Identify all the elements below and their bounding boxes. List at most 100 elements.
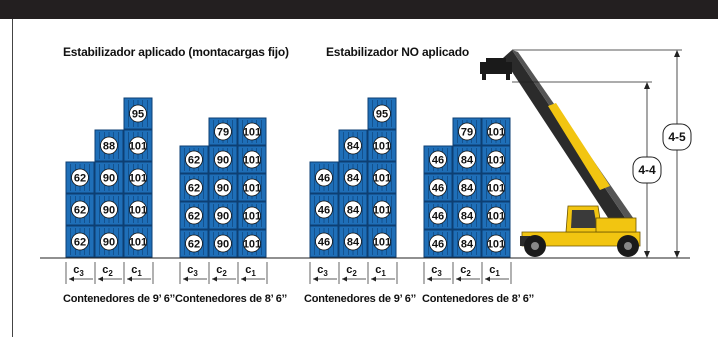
container: 62 (179, 145, 209, 174)
capacity-badge (487, 122, 505, 141)
capacity-value: 90 (103, 237, 115, 249)
capacity-badge (129, 200, 147, 219)
container: 46 (423, 173, 453, 202)
capacity-value: 101 (487, 239, 505, 251)
container: 101 (367, 129, 397, 162)
capacity-value: 84 (347, 205, 360, 217)
marker-label: c1 (375, 264, 386, 278)
marker-label: c1 (131, 264, 142, 278)
capacity-value: 101 (243, 155, 261, 167)
capacity-badge (129, 136, 147, 155)
capacity-value: 46 (432, 155, 444, 167)
container: 90 (94, 225, 124, 258)
capacity-badge (100, 136, 118, 155)
container: 90 (94, 161, 124, 194)
capacity-badge (214, 178, 232, 197)
capacity-badge (100, 200, 118, 219)
capacity-value: 101 (243, 211, 261, 223)
container: 62 (179, 173, 209, 202)
container: 79 (452, 117, 482, 146)
capacity-value: 101 (129, 173, 147, 185)
capacity-value: 101 (373, 205, 391, 217)
container: 84 (338, 225, 368, 258)
capacity-value: 84 (347, 237, 360, 249)
capacity-value: 90 (103, 173, 115, 185)
capacity-value: 62 (188, 211, 200, 223)
capacity-value: 101 (243, 127, 261, 139)
marker-arrow-head (241, 276, 246, 282)
marker-arrow-head (98, 276, 103, 282)
capacity-badge (243, 234, 261, 253)
capacity-badge (315, 168, 333, 187)
cab-window (571, 210, 597, 228)
container: 84 (452, 229, 482, 258)
capacity-value: 84 (347, 141, 360, 153)
front-bumper (520, 236, 530, 246)
capacity-value: 79 (217, 127, 229, 139)
capacity-value: 90 (217, 183, 229, 195)
container: 84 (338, 161, 368, 194)
capacity-badge (185, 178, 203, 197)
container: 101 (237, 229, 267, 258)
marker-subscript: 3 (79, 269, 84, 278)
marker-arrow-head (456, 276, 461, 282)
marker-arrow-head (342, 276, 347, 282)
capacity-value: 101 (487, 211, 505, 223)
capacity-value: 101 (373, 237, 391, 249)
capacity-value: 84 (461, 211, 474, 223)
marker-subscript: 1 (137, 269, 142, 278)
rear-hub (624, 242, 632, 250)
container: 90 (208, 229, 238, 258)
capacity-badge (129, 168, 147, 187)
dim-44-arrow-bottom (644, 251, 650, 258)
capacity-value: 101 (487, 183, 505, 195)
container: 101 (481, 173, 511, 202)
capacity-value: 46 (432, 183, 444, 195)
marker-subscript: 2 (222, 269, 227, 278)
container: 46 (423, 229, 453, 258)
capacity-value: 79 (461, 127, 473, 139)
capacity-badge (344, 232, 362, 251)
capacity-badge (373, 200, 391, 219)
container: 84 (452, 201, 482, 230)
boom-stripe (548, 103, 610, 190)
marker-arrow-head (427, 276, 432, 282)
capacity-badge (458, 150, 476, 169)
container: 62 (179, 229, 209, 258)
capacity-badge (487, 178, 505, 197)
capacity-badge (487, 234, 505, 253)
capacity-badge (458, 122, 476, 141)
capacity-badge (458, 178, 476, 197)
container: 46 (309, 161, 339, 194)
marker-subscript: 1 (251, 269, 256, 278)
capacity-value: 90 (217, 239, 229, 251)
capacity-value: 95 (376, 109, 388, 121)
capacity-value: 101 (373, 141, 391, 153)
marker-label: c3 (431, 264, 442, 278)
container: 101 (123, 225, 153, 258)
container: 46 (423, 145, 453, 174)
capacity-badge (243, 206, 261, 225)
marker-subscript: 2 (352, 269, 357, 278)
capacity-badge (243, 150, 261, 169)
container: 62 (179, 201, 209, 230)
capacity-badge (129, 104, 147, 123)
container: 101 (237, 201, 267, 230)
container: 101 (237, 145, 267, 174)
capacity-value: 101 (487, 155, 505, 167)
container: 84 (338, 129, 368, 162)
height-label-44: 4-4 (638, 163, 656, 177)
capacity-badge (243, 178, 261, 197)
capacity-value: 101 (129, 237, 147, 249)
marker-subscript: 1 (381, 269, 386, 278)
container: 101 (481, 117, 511, 146)
spreader-leg-left (482, 74, 486, 80)
capacity-badge (344, 136, 362, 155)
caption-stack-2: Contenedores de 8’ 6’’ (175, 293, 287, 305)
capacity-badge (429, 150, 447, 169)
